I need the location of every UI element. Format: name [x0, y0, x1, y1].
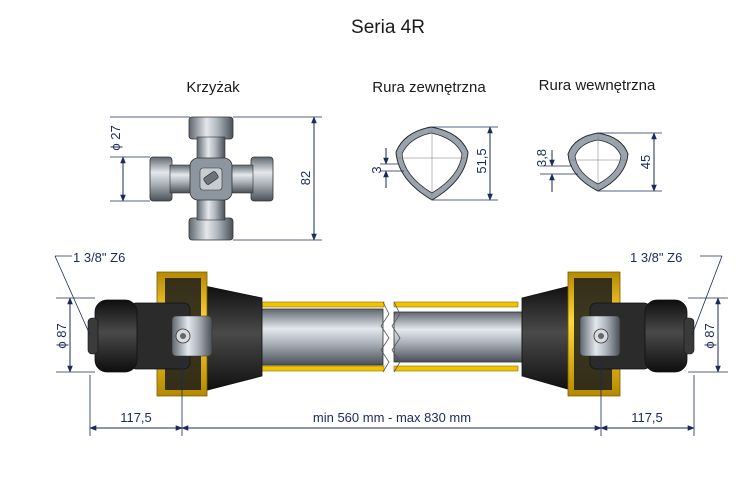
cross-length-value: 82 [298, 171, 313, 185]
right-hub [644, 299, 688, 373]
inner-tube-section [393, 311, 523, 363]
left-diameter-value: ϕ 87 [54, 323, 69, 348]
cross-label: Krzyżak [186, 79, 240, 96]
outer-tube-section [254, 308, 384, 366]
outer-wall-value: 3 [369, 166, 384, 173]
inner-tube-label: Rura wewnętrzna [539, 77, 656, 94]
inner-tube-profile [567, 132, 629, 192]
left-spline-leader [54, 255, 91, 336]
outer-height-value: 51,5 [474, 148, 489, 173]
cross-diameter-value: ϕ 27 [108, 125, 123, 150]
right-spline-leader [691, 255, 723, 336]
length-range-value: min 560 mm - max 830 mm [313, 410, 471, 425]
driveshaft-assembly [87, 271, 695, 397]
inner-wall-value: 3,8 [534, 149, 549, 167]
left-spline-label: 1 3/8" Z6 [73, 250, 125, 265]
left-hub [94, 299, 138, 373]
right-diameter-value: ϕ 87 [702, 323, 717, 348]
left-length-value: 117,5 [120, 410, 152, 425]
cross-joint [149, 116, 274, 241]
diagram-title: Seria 4R [351, 17, 425, 38]
inner-height-value: 45 [638, 155, 653, 169]
outer-tube-profile [395, 126, 469, 201]
right-spline-label: 1 3/8" Z6 [630, 250, 682, 265]
outer-tube-label: Rura zewnętrzna [372, 79, 486, 96]
right-length-value: 117,5 [631, 410, 663, 425]
